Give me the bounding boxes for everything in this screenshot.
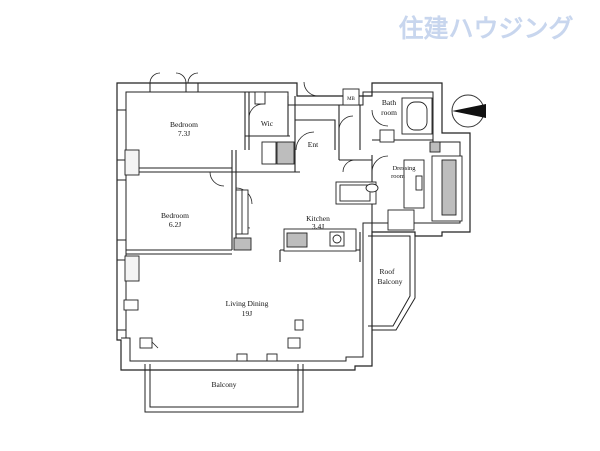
watermark-logo: 住建ハウジング [398,14,573,43]
roof-balcony-outline [368,231,416,331]
wic-label: Wic [261,119,274,128]
north-arrow-icon [451,94,486,128]
dressing-name: Dressing [392,165,416,172]
dressing-sub: room [391,173,405,180]
room-labels: Bedroom 7.3J Wic MB Bath room Ent Dressi… [161,97,416,389]
roof-balcony-name: Roof [380,267,396,276]
balcony-label: Balcony [212,380,237,389]
ent-label: Ent [308,140,319,149]
bedroom2-name: Bedroom [161,211,189,220]
bedroom1-size: 7.3J [178,129,190,138]
bedroom1-name: Bedroom [170,120,198,129]
windows [117,83,199,331]
living-size: 19J [242,309,253,318]
kitchen-name: Kitchen [306,214,330,223]
living-name: Living Dining [226,299,269,308]
kitchen-size: 3.4J [312,222,324,231]
roof-balcony-sub: Balcony [378,277,403,286]
bath-name: Bath [382,98,396,107]
mb-label: MB [347,97,355,102]
fixtures [123,88,463,362]
bath-sub: room [381,108,397,117]
balcony-outline [144,364,304,413]
bedroom2-size: 6.2J [169,220,181,229]
